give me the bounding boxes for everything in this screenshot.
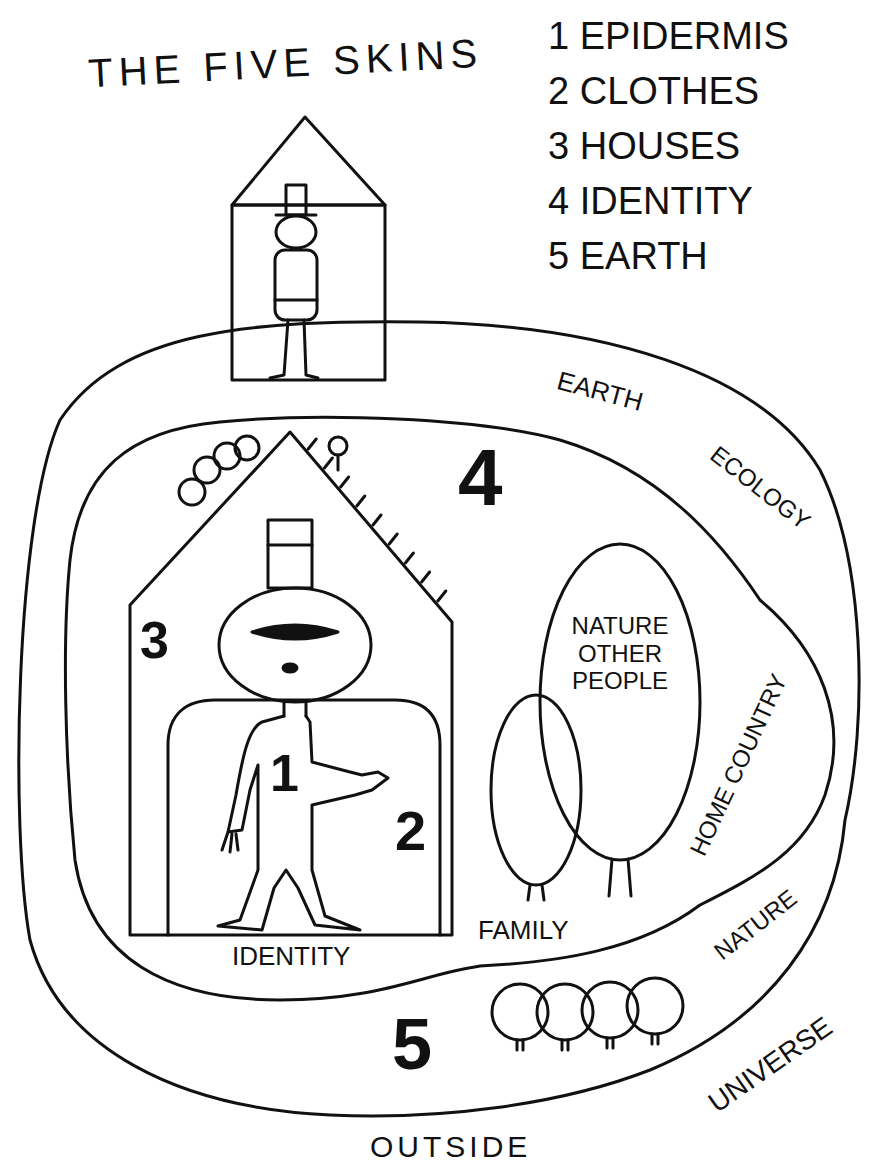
callout-number: 1: [270, 745, 299, 802]
region-label: FAMILY: [478, 916, 569, 946]
identity-outline: [65, 417, 833, 1000]
outside-label: OUTSIDE: [370, 1130, 531, 1165]
tree-crown: [537, 984, 593, 1040]
small-tree: [235, 436, 259, 460]
figure-head: [276, 216, 316, 248]
legend-line: 4 IDENTITY: [548, 180, 753, 224]
tree-circle-shape: [488, 540, 710, 902]
diagram-title: THE FIVE SKINS: [87, 30, 484, 97]
clothes-outline: 12: [163, 695, 445, 937]
mouth: [283, 664, 297, 672]
clothes-shape: [168, 700, 440, 935]
tree-crown: [492, 984, 548, 1040]
tree-label: NATURE OTHER PEOPLE: [550, 612, 690, 695]
small-tree: [329, 437, 347, 455]
earth-outline: [19, 322, 859, 1116]
head: [219, 588, 371, 702]
figure-legs: [270, 320, 318, 378]
callout-number: 2: [395, 800, 426, 862]
person-figure-shape: [200, 515, 390, 937]
outside-label: UNIVERSE: [702, 1011, 838, 1119]
small-tree-trunk: [337, 455, 340, 470]
callout-number: 5: [392, 1008, 432, 1080]
sunglasses: [252, 625, 338, 639]
tree-crown: [627, 978, 683, 1034]
earth-region: 123NATURE OTHER PEOPLE4HOME COUNTRYFAMIL…: [10, 300, 870, 1125]
tree-circle: NATURE OTHER PEOPLE: [488, 540, 710, 902]
legend-line: 1 EPIDERMIS: [548, 15, 789, 59]
roof-tick: [357, 496, 365, 506]
roof-tick: [308, 439, 316, 449]
roof-tick: [389, 534, 397, 544]
big-tree-trunk: [609, 859, 631, 896]
small-tree-crown: [491, 695, 581, 885]
roof-tick: [341, 477, 349, 487]
big-tree-crown: [540, 544, 700, 860]
legend-line: 2 CLOTHES: [548, 70, 759, 114]
roof-tick: [422, 572, 430, 582]
body-outline: [218, 716, 388, 930]
house-roof: [232, 117, 385, 205]
roof-tick: [324, 458, 332, 468]
house-wall: [232, 205, 385, 380]
figure-body: [275, 250, 317, 320]
tree-trunks: [517, 1034, 658, 1050]
legend-line: 3 HOUSES: [548, 125, 740, 169]
neck: [284, 702, 306, 716]
ring-label: ECOLOGY: [705, 440, 816, 535]
hat: [268, 520, 312, 588]
house-outline-shape: [125, 428, 460, 940]
house-outline: 123: [125, 428, 460, 940]
legend-line: 5 EARTH: [548, 235, 708, 279]
earth-region-shape: [10, 300, 870, 1125]
roof-tick: [438, 591, 446, 601]
figure-belt: [275, 299, 317, 302]
person-figure: 1: [200, 515, 390, 937]
figure-hat: [286, 185, 306, 215]
hat-band: [268, 544, 312, 547]
ring-label: EARTH: [554, 366, 646, 418]
region-label: IDENTITY: [232, 942, 350, 972]
small-tree-trunk: [528, 885, 544, 900]
ring-label: NATURE: [708, 884, 801, 965]
roof-tick: [373, 515, 381, 525]
callout-number: 4: [458, 438, 503, 518]
callout-number: 3: [140, 612, 169, 669]
house-shape: [130, 432, 452, 935]
roof-tick: [405, 553, 413, 563]
tree-crown: [582, 982, 638, 1038]
